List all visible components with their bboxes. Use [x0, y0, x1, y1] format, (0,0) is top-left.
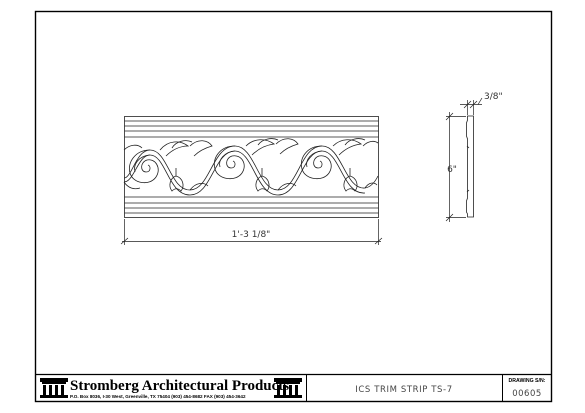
depth-dim-label: 3/8" — [484, 92, 503, 102]
sheet-border — [34, 10, 553, 403]
drawing-title: ICS TRIM STRIP TS-7 — [355, 385, 452, 395]
company-name: Stromberg Architectural Products — [70, 378, 289, 394]
scroll-ornament — [123, 138, 379, 196]
height-dimension — [445, 112, 466, 222]
drawing-sn-label: DRAWING S/N: — [509, 378, 546, 384]
column-logo-icon-right — [274, 378, 302, 398]
trim-strip-elevation — [124, 116, 379, 218]
company-address: P.O. Box 8036, I-30 West, Greenville, TX… — [70, 394, 246, 399]
trim-strip-profile — [466, 115, 474, 218]
height-dim-label: 6" — [447, 165, 457, 175]
width-dim-label: 1'-3 1/8" — [232, 230, 271, 240]
drawing-sn: 00605 — [512, 389, 542, 399]
column-logo-icon — [40, 378, 68, 398]
width-dimension — [120, 219, 383, 245]
depth-dimension — [460, 97, 483, 115]
